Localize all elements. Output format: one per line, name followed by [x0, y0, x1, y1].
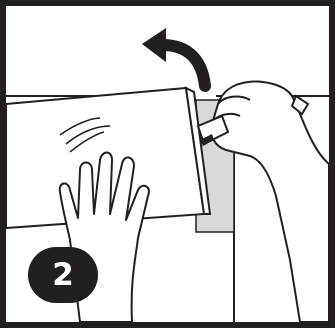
- step-badge-background: [28, 247, 98, 303]
